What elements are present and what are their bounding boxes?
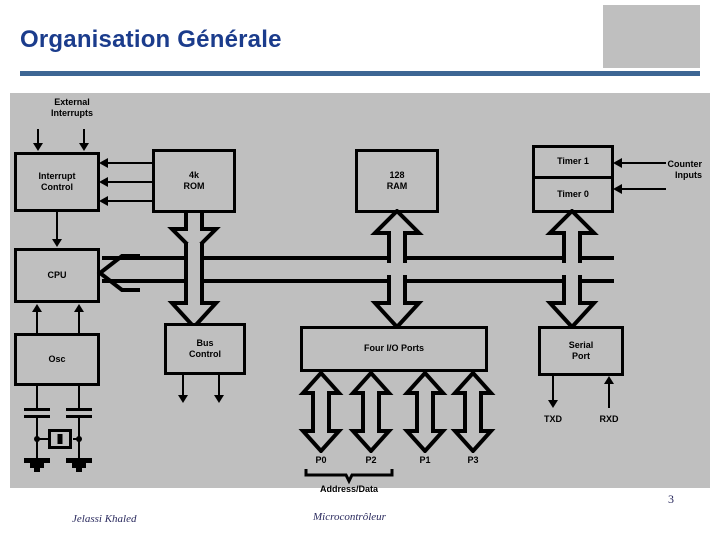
rxd-arrow-icon	[604, 376, 614, 384]
ground-line-left	[36, 440, 38, 459]
osc-leg-line-right	[78, 386, 80, 410]
irq-in-arrow-1-icon	[99, 158, 108, 168]
counter-input-line-2	[622, 188, 666, 190]
bus-control-out-line-2	[218, 375, 220, 397]
bus-control-out-arrow-1-icon	[178, 395, 188, 403]
rxd-label: RXD	[599, 414, 619, 424]
counter-input-arrow-2-icon	[613, 184, 622, 194]
port-arrow-p2-icon	[348, 371, 394, 453]
block-timers: Timer 1 Timer 0	[532, 145, 614, 213]
osc-to-cpu-arrow-1-icon	[32, 304, 42, 312]
osc-leg-line-right-lower	[78, 418, 80, 440]
port-arrow-p1-icon	[402, 371, 448, 453]
footer-author: Jelassi Khaled	[72, 513, 137, 525]
ext-int-line-2	[83, 129, 85, 145]
irq-in-line-3	[108, 200, 154, 202]
crystal-wire-left	[37, 438, 55, 440]
txd-label: TXD	[544, 414, 562, 424]
block-interrupt-control-label: Interrupt Control	[38, 170, 76, 192]
port-label-p2: P2	[365, 455, 377, 465]
rxd-line	[608, 382, 610, 408]
bus-control-out-line-1	[182, 375, 184, 397]
block-timer1-label: Timer 1	[557, 156, 589, 167]
cpu-bus-connector-icon	[96, 254, 140, 292]
block-bus-control-label: Bus Control	[189, 337, 221, 359]
ground-symbol-left-icon	[24, 458, 50, 474]
crystal-oscillator-icon	[48, 429, 72, 449]
bus-rail-lower	[14, 279, 614, 283]
junction-dot-left-icon	[34, 436, 40, 442]
osc-to-cpu-arrow-2-icon	[74, 304, 84, 312]
block-interrupt-control: Interrupt Control	[14, 152, 100, 212]
ext-int-arrow-2-icon	[79, 143, 89, 151]
header-decoration-square	[603, 5, 700, 68]
bus-arrow-ram-up-icon	[370, 209, 424, 263]
bus-arrow-rom-down-icon	[167, 211, 221, 254]
block-osc: Osc	[14, 333, 100, 386]
ext-int-line-1	[37, 129, 39, 145]
block-timer0: Timer 0	[535, 179, 611, 210]
txd-arrow-icon	[548, 400, 558, 408]
osc-to-cpu-line-2	[78, 311, 80, 333]
capacitor-left-icon	[24, 408, 50, 419]
port-arrow-p0-icon	[298, 371, 344, 453]
bus-control-out-arrow-2-icon	[214, 395, 224, 403]
block-ram-label: 128 RAM	[386, 169, 408, 191]
junction-dot-right-icon	[76, 436, 82, 442]
port-label-p3: P3	[467, 455, 479, 465]
capacitor-right-icon	[66, 408, 92, 419]
page-number: 3	[668, 492, 674, 506]
irq-in-arrow-3-icon	[99, 196, 108, 206]
block-cpu-overlay: CPU	[14, 248, 100, 303]
page-title: Organisation Générale	[20, 26, 282, 53]
irq-in-arrow-2-icon	[99, 177, 108, 187]
counter-input-line-1	[622, 162, 666, 164]
block-io-ports-label: Four I/O Ports	[363, 343, 424, 354]
counter-input-arrow-1-icon	[613, 158, 622, 168]
bus-rail-upper	[14, 256, 614, 260]
bus-arrow-ioports-down-icon	[370, 275, 424, 330]
irq-in-line-1	[108, 162, 154, 164]
bus-arrow-timer-up-icon	[545, 209, 599, 263]
external-interrupts-label: External Interrupts	[50, 97, 93, 118]
osc-to-cpu-line-1	[36, 311, 38, 333]
block-serial-port: Serial Port	[538, 326, 624, 376]
ext-int-arrow-1-icon	[33, 143, 43, 151]
txd-line	[552, 376, 554, 402]
block-serial-port-label: Serial Port	[568, 339, 594, 361]
irq-in-line-2	[108, 181, 154, 183]
address-data-label: Address/Data	[319, 484, 379, 494]
address-data-brace-icon	[304, 469, 394, 485]
block-osc-label: Osc	[48, 353, 66, 364]
block-timer0-label: Timer 0	[557, 188, 589, 199]
port-label-p1: P1	[419, 455, 431, 465]
ground-symbol-right-icon	[66, 458, 92, 474]
osc-leg-line-left	[36, 386, 38, 410]
block-bus-control: Bus Control	[164, 323, 246, 375]
bus-arrow-serial-down-icon	[545, 275, 599, 330]
title-divider-rule	[20, 71, 700, 76]
block-ram: 128 RAM	[355, 149, 439, 213]
block-timer1: Timer 1	[535, 148, 611, 179]
block-rom-label: 4k ROM	[183, 169, 205, 191]
ground-line-right	[78, 440, 80, 459]
block-cpu-overlay-label: CPU	[47, 269, 67, 280]
port-label-p0: P0	[315, 455, 327, 465]
block-io-ports: Four I/O Ports	[300, 326, 488, 372]
counter-inputs-label: Counter Inputs	[667, 159, 703, 180]
osc-leg-line-left-lower	[36, 418, 38, 440]
block-diagram-panel: External Interrupts Interrupt Control CP…	[10, 93, 710, 494]
footer-subject: Microcontrôleur	[313, 511, 386, 523]
block-rom: 4k ROM	[152, 149, 236, 213]
irq-to-cpu-arrow-icon	[52, 239, 62, 247]
irq-to-cpu-line	[56, 212, 58, 241]
port-arrow-p3-icon	[450, 371, 496, 453]
